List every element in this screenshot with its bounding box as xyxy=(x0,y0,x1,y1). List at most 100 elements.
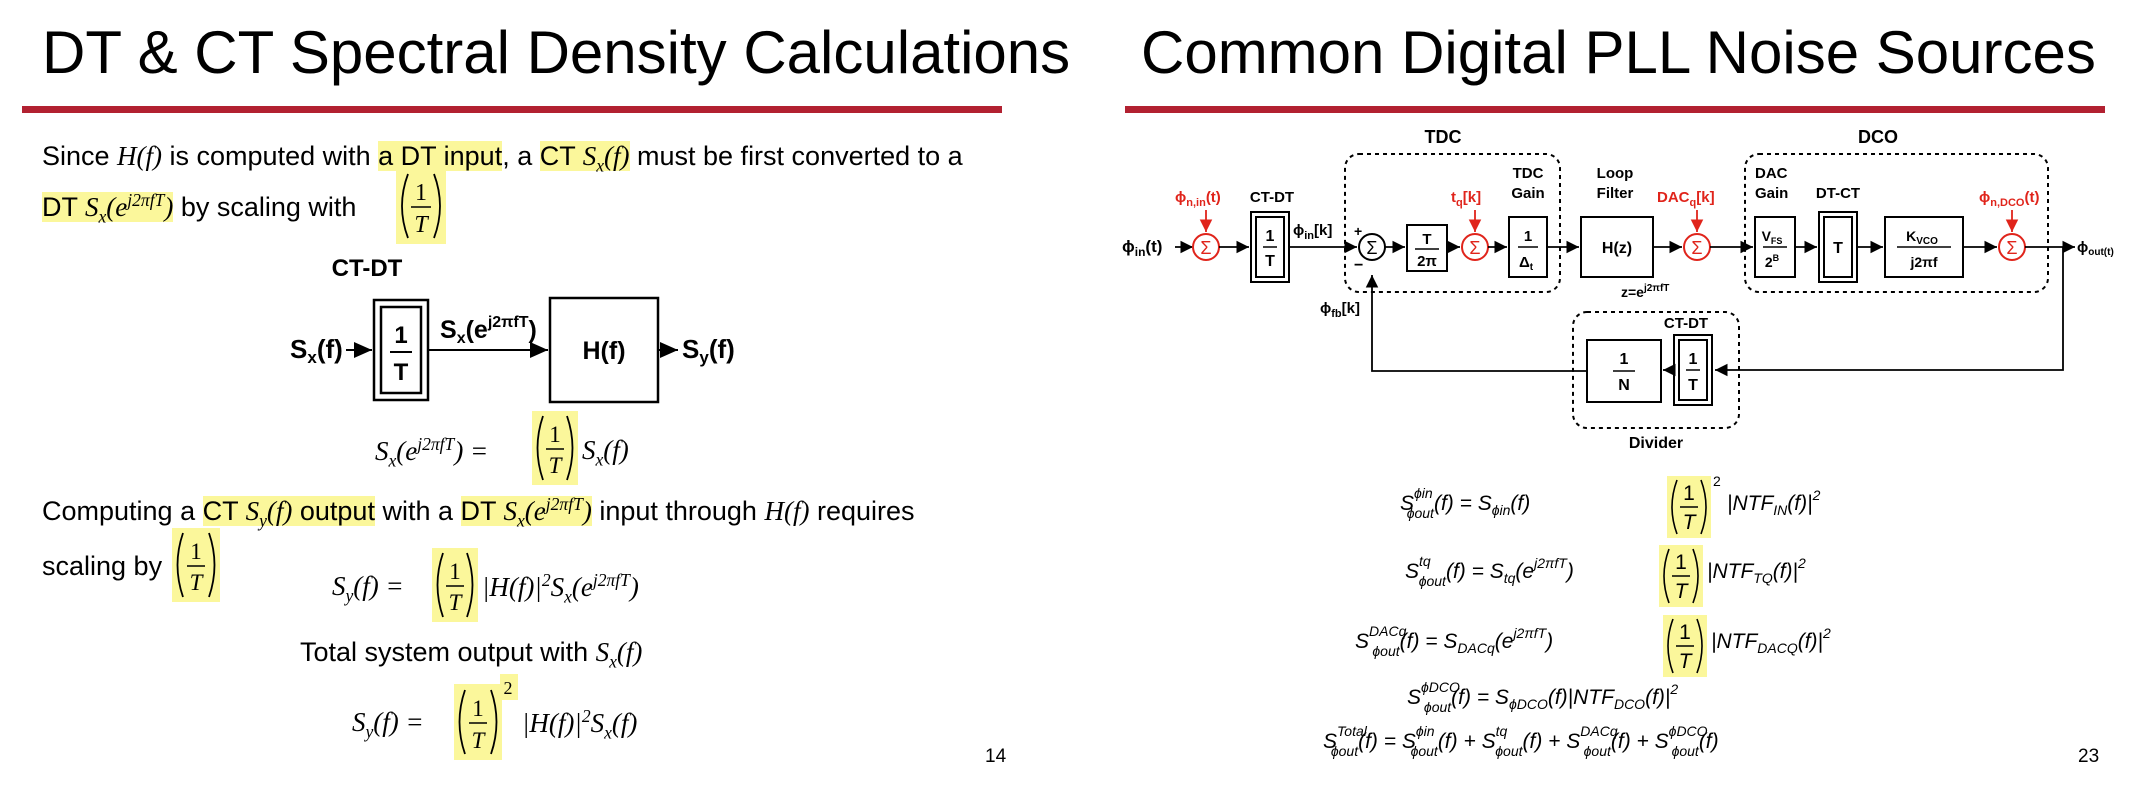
math-sub: x xyxy=(98,206,107,227)
svg-text:2π: 2π xyxy=(1417,253,1437,270)
ctdt-label-1: CT-DT xyxy=(1250,189,1294,206)
svg-text:1: 1 xyxy=(472,696,484,721)
text-ct: CT xyxy=(539,141,583,171)
svg-text:1: 1 xyxy=(549,422,561,447)
math-sx-e: Sx(ej2πfT) xyxy=(85,190,174,227)
text-with-a: with a xyxy=(374,496,461,526)
input-sx-label: Sx(f) xyxy=(290,334,343,367)
highlight-ct-sx: CT Sx(f) xyxy=(539,141,630,175)
dacq-label: DACq[k] xyxy=(1657,189,1715,209)
svg-text:2: 2 xyxy=(504,678,513,698)
text-computing: Computing a xyxy=(42,496,203,526)
svg-text:T: T xyxy=(1422,231,1431,248)
frac-one-over-t-eq2: 1 T xyxy=(432,548,478,622)
highlight-dt-sx: DT Sx(ej2πfT) xyxy=(42,190,174,227)
math-sx-f: Sx(f) xyxy=(582,141,630,175)
para1-line2: DT Sx(ej2πfT) by scaling with xyxy=(42,190,356,227)
svg-text:T: T xyxy=(549,453,564,478)
tq-label: tq[k] xyxy=(1451,189,1481,209)
svg-text:T: T xyxy=(449,590,464,615)
svg-text:Loop: Loop xyxy=(1597,165,1634,182)
t-over-2pi-block xyxy=(1406,224,1448,272)
svg-text:j2πf: j2πf xyxy=(1909,254,1937,270)
tdc-group-box xyxy=(1344,153,1561,293)
svg-text:2: 2 xyxy=(1713,473,1721,489)
math-s: S xyxy=(85,192,99,222)
phi-in-k-label: ϕin[k] xyxy=(1293,222,1332,242)
equation-1-rhs: Sx(f) xyxy=(582,435,629,470)
frac-num: 1 xyxy=(415,180,427,206)
pll-block-diagram: TDC DCO ϕin(t) ϕn,in(t) Σ CT-DT 1 T ϕin[… xyxy=(1122,127,2114,452)
highlight-dt-sx-2: DT Sx(ej2πfT) xyxy=(460,494,592,531)
svg-text:T: T xyxy=(1683,511,1698,534)
svg-text:DT-CT: DT-CT xyxy=(1816,185,1860,202)
text-comma-a: , a xyxy=(502,141,540,171)
text-by-scaling: by scaling with xyxy=(173,192,357,222)
text-input-through: input through xyxy=(591,496,765,526)
svg-text:Σ: Σ xyxy=(1691,238,1702,258)
svg-text:Σ: Σ xyxy=(1200,238,1211,258)
svg-text:1: 1 xyxy=(1679,621,1691,644)
svg-text:−: − xyxy=(1354,257,1363,274)
svg-text:H(z): H(z) xyxy=(1602,240,1632,257)
svg-text:T: T xyxy=(1679,650,1694,673)
ctdt-frac-num: 1 xyxy=(394,322,407,349)
svg-text:VFS: VFS xyxy=(1762,228,1783,246)
svg-text:TDC: TDC xyxy=(1513,165,1544,182)
hf-label: H(f) xyxy=(582,337,625,365)
highlight-dt-input: a DT input xyxy=(378,141,503,171)
phi-n-dco-label: ϕn,DCO(t) xyxy=(1979,189,2039,209)
svg-text:1: 1 xyxy=(1620,351,1629,368)
svg-text:T: T xyxy=(1688,377,1698,394)
svg-text:T: T xyxy=(190,570,205,595)
page-number: 14 xyxy=(985,746,1007,767)
phi-in-t-label: ϕin(t) xyxy=(1122,237,1162,259)
svg-text:Σ: Σ xyxy=(2006,238,2017,258)
divider-label: Divider xyxy=(1629,435,1683,452)
text-must-be: must be first converted to a xyxy=(629,141,963,171)
dco-group-box xyxy=(1744,153,2049,293)
svg-text:N: N xyxy=(1618,377,1630,394)
frac-one-over-t-1: 1 T xyxy=(396,168,446,244)
para2-line2: scaling by xyxy=(42,551,163,581)
math-arg-f: (f) xyxy=(604,141,630,171)
svg-text:T: T xyxy=(1833,240,1843,257)
math-hf-2: H(f) xyxy=(764,496,810,526)
text-dt: DT xyxy=(42,192,86,222)
equation-2-rhs: |H(f)|2Sx(ej2πfT) xyxy=(482,570,639,607)
svg-text:Σ: Σ xyxy=(1366,238,1377,258)
svg-text:1: 1 xyxy=(1524,228,1532,245)
svg-text:2B: 2B xyxy=(1765,253,1780,270)
slide-title: Common Digital PLL Noise Sources xyxy=(1141,19,2096,86)
svg-text:Σ: Σ xyxy=(1469,238,1480,258)
svg-text:|NTFDACQ(f)|2: |NTFDACQ(f)|2 xyxy=(1711,625,1831,656)
math-sub-x: x xyxy=(596,155,605,176)
math-hf: H(f) xyxy=(117,141,163,171)
math-s: S xyxy=(582,141,597,171)
svg-text:T: T xyxy=(1675,580,1690,603)
svg-text:T: T xyxy=(1265,253,1275,270)
frac-den: T xyxy=(414,212,429,238)
output-sy-label: Sy(f) xyxy=(682,334,735,367)
title-rule xyxy=(1125,106,2105,113)
svg-text:Gain: Gain xyxy=(1755,185,1788,202)
tdc-group-label: TDC xyxy=(1425,127,1462,147)
phi-out-label: ϕout(t) xyxy=(2077,239,2114,258)
math-sup: j2πfT xyxy=(127,190,165,210)
equation-1-lhs: Sx(ej2πfT) = xyxy=(375,434,489,471)
slide-spectral-density: DT & CT Spectral Density Calculations Si… xyxy=(22,19,1071,767)
svg-text:|NTFIN(f)|2: |NTFIN(f)|2 xyxy=(1727,487,1821,518)
ctdt-block-diagram: CT-DT Sx(f) 1 T Sx(ej2πfT) H(f) Sy(f) xyxy=(290,258,735,404)
phi-fb-label: ϕfb[k] xyxy=(1320,300,1360,320)
ctdt-block-inner xyxy=(379,305,423,395)
svg-text:1: 1 xyxy=(1675,551,1687,574)
text-is-computed: is computed with xyxy=(162,141,379,171)
slide-title: DT & CT Spectral Density Calculations xyxy=(42,19,1071,86)
highlight-ct-sy-output: CT Sy(f) output xyxy=(202,496,375,531)
divider-group-box xyxy=(1572,311,1740,429)
